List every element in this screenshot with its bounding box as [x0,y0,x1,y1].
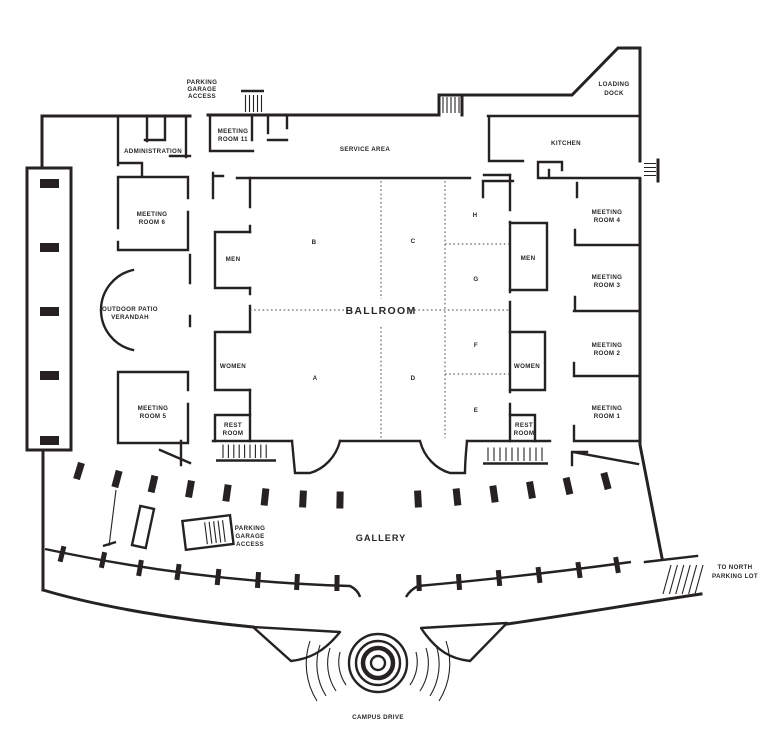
walkway-rail [108,489,117,547]
patio-arc [99,268,135,352]
label-section-d: D [411,375,416,382]
east-canopy-sail [419,621,509,663]
label-section-h: H [473,212,478,219]
label-campus-drive: CAMPUS DRIVE [352,714,404,721]
label-ballroom: BALLROOM [345,305,416,317]
label-section-e: E [474,407,478,414]
label-service-area: SERVICE AREA [340,146,390,153]
gallery-pillars [73,461,612,509]
label-section-c: C [411,238,416,245]
plaza-arcs [305,640,451,702]
west-canopy-sail [251,625,342,663]
west-stair-tower [25,166,73,452]
parking-garage-access-box [181,513,235,552]
inner-walls [116,113,699,564]
label-administration: ADMINISTRATION [124,148,182,155]
label-section-b: B [312,239,317,246]
stair-hatches [216,89,704,595]
drive-curve [44,489,632,598]
fountain [347,632,409,694]
label-kitchen: KITCHEN [551,140,581,147]
label-section-a: A [313,375,318,382]
drive-ticks [57,545,621,592]
gallery-kiosk [130,504,156,550]
label-section-f: F [474,342,478,349]
outer-walls [25,46,703,629]
west-tower-marks [40,179,59,445]
label-section-g: G [473,276,478,283]
ballroom-dividers [250,181,510,438]
label-women-east: WOMEN [514,363,540,370]
label-men-east: MEN [521,255,536,262]
label-women-west: WOMEN [220,363,246,370]
label-gallery: GALLERY [356,533,407,543]
entrance-plaza [251,621,509,702]
label-men-west: MEN [226,256,241,263]
